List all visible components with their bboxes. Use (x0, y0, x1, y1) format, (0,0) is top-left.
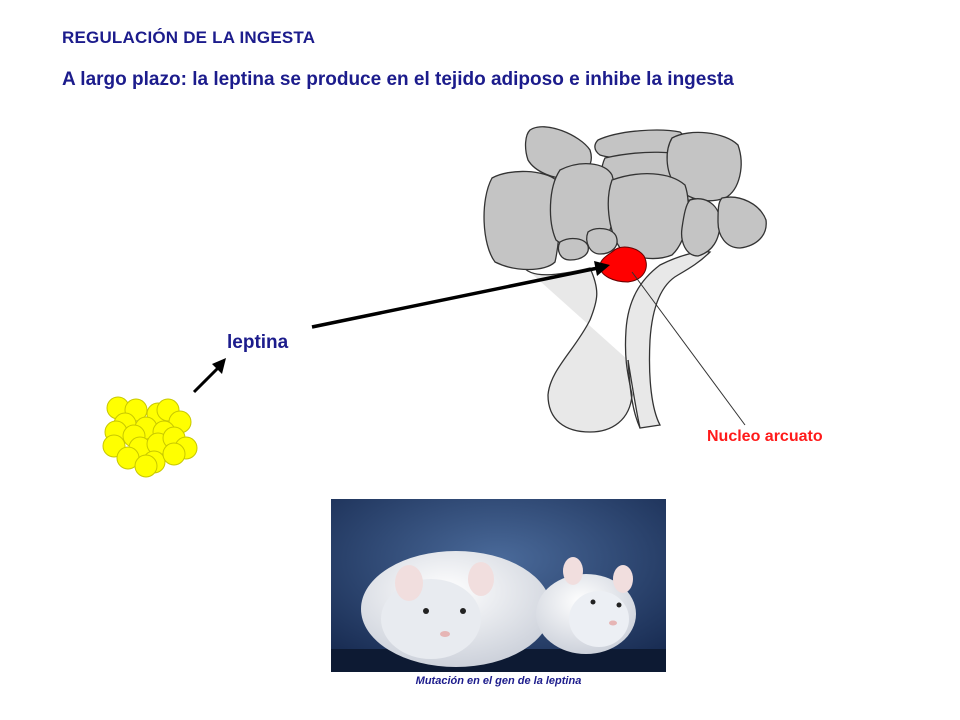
slide-title: REGULACIÓN DE LA INGESTA (62, 28, 316, 47)
slide-subtitle: A largo plazo: la leptina se produce en … (62, 69, 734, 90)
leptin-arrow-line (311, 266, 599, 329)
arcuate-nucleus-label: Nucleo arcuato (707, 428, 823, 445)
secretion-arrow-line (192, 364, 222, 394)
normal-mouse (536, 557, 636, 654)
leptin-arrow-head (594, 261, 610, 276)
mice-photo (331, 499, 666, 672)
leptin-label: leptina (227, 332, 289, 353)
photo-caption: Mutación en el gen de la leptina (415, 675, 582, 687)
secretion-arrow-head (212, 358, 226, 374)
brain (483, 126, 767, 271)
nucleus-pointer-line (631, 271, 746, 426)
arcuate-nucleus (599, 246, 647, 283)
obese-mouse (361, 551, 551, 667)
adipose-tissue (102, 396, 198, 478)
pituitary-stalk (521, 250, 712, 433)
